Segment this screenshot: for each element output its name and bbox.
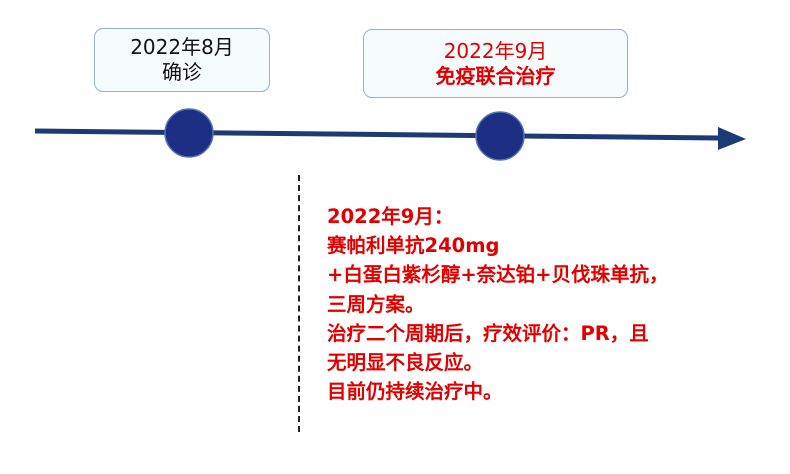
detail-line: 无明显不良反应。 [327,351,484,375]
detail-line: 三周方案。 [327,292,425,316]
treatment-detail-text: 2022年9月： 赛帕利单抗240mg +白蛋白紫杉醇+奈达铂+贝伐珠单抗， 三… [327,202,777,406]
dashed-divider [298,175,300,432]
detail-line: 治疗二个周期后，疗效评价：PR，且 [327,321,649,345]
detail-line: 目前仍持续治疗中。 [327,380,503,404]
event-date: 2022年9月 [443,38,548,63]
event-label: 确诊 [162,60,202,84]
event-box-immunotherapy: 2022年9月 免疫联合治疗 [363,29,628,98]
event-label: 免疫联合治疗 [435,63,556,88]
detail-line: +白蛋白紫杉醇+奈达铂+贝伐珠单抗， [327,263,669,287]
detail-line: 赛帕利单抗240mg [327,234,500,258]
detail-line: 2022年9月： [327,205,454,228]
timeline-node-1 [164,108,214,158]
timeline-node-2 [475,111,525,161]
event-box-diagnosis: 2022年8月 确诊 [94,28,270,92]
timeline-arrowhead [718,127,746,150]
event-date: 2022年8月 [130,35,234,59]
timeline-arrow-shaft [35,128,718,141]
